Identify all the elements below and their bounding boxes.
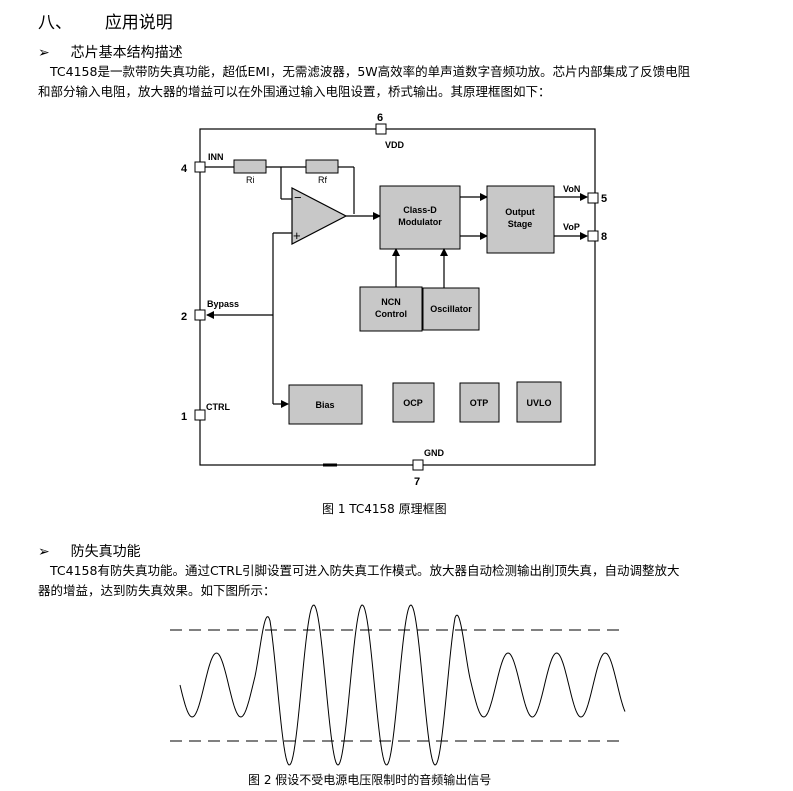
output-label-2: Stage — [508, 219, 533, 229]
pin-6-box — [375, 123, 387, 135]
pin-1-box — [194, 409, 206, 421]
pin-4-number: 4 — [181, 163, 188, 175]
block-ncn-control — [359, 286, 423, 332]
bias-label: Bias — [315, 400, 334, 410]
ncn-label-2: Control — [375, 309, 407, 319]
audio-waveform — [179, 604, 626, 766]
block-otp — [459, 382, 500, 423]
section-heading: 八、 应用说明 — [38, 8, 173, 33]
otp-label: OTP — [470, 398, 489, 408]
section-title: 应用说明 — [104, 13, 173, 33]
paragraph-line: TC4158有防失真功能。通过CTRL引脚设置可进入防失真工作模式。放大器自动检… — [50, 563, 680, 578]
opamp-minus: − — [294, 190, 302, 205]
classd-label-2: Modulator — [398, 217, 442, 227]
pin-vdd-label: VDD — [385, 140, 405, 150]
paragraph-line: 和部分输入电阻，放大器的增益可以在外围通过输入电阻设置，桥式输出。其原理框图如下… — [38, 84, 551, 99]
pin-ctrl-label: CTRL — [206, 402, 230, 412]
pin-5-number: 5 — [601, 193, 607, 205]
pin-2-box — [194, 309, 206, 321]
classd-label-1: Class-D — [403, 205, 437, 215]
figure-1-caption: 图 1 TC4158 原理框图 — [322, 502, 447, 516]
figure-2-caption: 图 2 假设不受电源电压限制时的音频输出信号 — [248, 773, 492, 787]
pin-von-label: VoN — [563, 184, 580, 194]
pin-1-number: 1 — [181, 411, 187, 423]
block-oscillator — [422, 287, 480, 331]
ocp-label: OCP — [403, 398, 423, 408]
output-label-1: Output — [505, 207, 535, 217]
oscillator-label: Oscillator — [430, 304, 472, 314]
subsection-heading-structure: ➢ 芯片基本结构描述 — [38, 42, 183, 62]
pin-bypass-label: Bypass — [207, 299, 239, 309]
block-bias — [288, 384, 363, 425]
block-diagram: 6 VDD 4 INN 2 Bypass 1 CTRL 7 GND 5 VoN … — [181, 112, 607, 488]
subsection-title: 防失真功能 — [70, 544, 141, 560]
resistor-ri-label: Ri — [246, 175, 255, 185]
paragraph-line: 器的增益，达到防失真效果。如下图所示： — [38, 583, 276, 598]
opamp-triangle — [291, 187, 348, 245]
pin-6-number: 6 — [377, 112, 383, 124]
resistor-rf-label: Rf — [318, 175, 327, 185]
section-number: 八、 — [38, 13, 72, 33]
pin-7-box — [412, 459, 424, 471]
resistor-ri — [233, 159, 267, 174]
block-output-stage — [486, 185, 555, 254]
pin-8-number: 8 — [601, 231, 607, 243]
waveform-figure — [170, 604, 626, 766]
uvlo-label: UVLO — [526, 398, 551, 408]
pin-7-number: 7 — [414, 476, 420, 488]
paragraph-line: TC4158是一款带防失真功能，超低EMI，无需滤波器，5W高效率的单声道数字音… — [50, 64, 691, 79]
opamp-plus: + — [293, 228, 301, 243]
pin-inn-label: INN — [208, 152, 224, 162]
pin-vop-label: VoP — [563, 222, 580, 232]
subsection-heading-anti-distortion: ➢ 防失真功能 — [38, 541, 141, 561]
pin-2-number: 2 — [181, 311, 187, 323]
block-uvlo — [516, 381, 562, 423]
pin-gnd-label: GND — [424, 448, 445, 458]
pin-4-box — [194, 161, 206, 173]
pin-8-box — [587, 230, 599, 242]
bullet-arrow-icon: ➢ — [38, 45, 50, 61]
bullet-arrow-icon: ➢ — [38, 544, 50, 560]
resistor-rf — [305, 159, 339, 174]
block-ocp — [392, 382, 435, 423]
subsection-title: 芯片基本结构描述 — [70, 45, 183, 61]
ncn-label-1: NCN — [381, 297, 401, 307]
pin-5-box — [587, 192, 599, 204]
block-classd-modulator — [379, 185, 461, 250]
chip-outline — [199, 128, 596, 466]
